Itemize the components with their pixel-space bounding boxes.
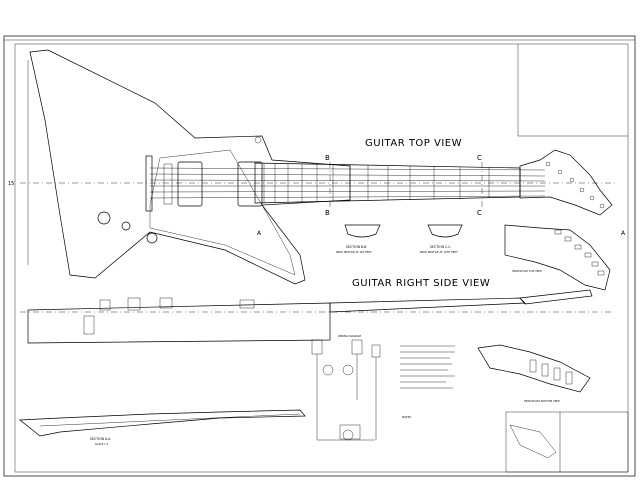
dimension-left: 15: [8, 181, 14, 187]
title-block-thumbnail: [509, 424, 557, 459]
selector-switch: [254, 136, 262, 144]
section-bb-subtitle: NECK PROFILE AT 1ST FRET: [336, 250, 372, 254]
tone-knob: [121, 221, 131, 231]
neck-pickup: [237, 161, 263, 207]
tailpiece: [145, 155, 153, 212]
wiring-title: WIRING DIAGRAM: [338, 334, 361, 338]
section-cc-label: SECTION C-C: [430, 245, 451, 249]
headstock-bottom-outline: [504, 224, 611, 291]
section-aa-detail: [39, 413, 301, 427]
section-mark-a-right: A: [621, 230, 626, 237]
section-cc-profile: [427, 224, 463, 238]
side-neck-outline: [329, 297, 526, 313]
top-view-title: GUITAR TOP VIEW: [365, 138, 462, 149]
wiring-schematic: [311, 339, 381, 441]
inner-frame: [14, 43, 629, 473]
guitar-body-outline: [29, 49, 351, 285]
section-bb-label: SECTION B-B: [346, 245, 366, 249]
headstock-top-view-label: HEADSTOCK TOP VIEW: [512, 269, 542, 273]
string-lines: [149, 167, 546, 199]
section-bb-profile: [344, 224, 381, 238]
section-aa-label: SECTION A-A: [90, 437, 111, 441]
section-cc-subtitle: NECK PROFILE AT 12TH FRET: [420, 250, 458, 254]
headstock-top-outline: [519, 149, 613, 216]
volume-knob: [97, 211, 111, 225]
tone-knob-2: [146, 232, 158, 244]
section-mark-a-body: A: [257, 230, 262, 237]
section-mark-b-top: B: [325, 154, 330, 162]
section-mark-c-top: C: [477, 154, 482, 162]
fret-lines: [263, 163, 490, 203]
headstock-bottom-view-label: HEADSTOCK BOTTOM VIEW: [524, 399, 560, 403]
headstock-side-outline: [477, 344, 591, 393]
section-aa-scale: SCALE 1:1: [95, 442, 109, 446]
bridge-pickup: [177, 161, 203, 207]
section-aa-outline: [19, 409, 306, 437]
side-headstock-outline: [519, 289, 593, 305]
notes-title: NOTES:: [402, 415, 412, 419]
side-body-outline: [27, 302, 331, 344]
tuner-posts: [545, 161, 605, 209]
headstock-bottom-tuners: [554, 229, 605, 276]
title-block: [505, 411, 629, 473]
outer-frame: [3, 35, 636, 477]
notes-text-lines: [400, 345, 455, 389]
side-view-title: GUITAR RIGHT SIDE VIEW: [352, 278, 490, 289]
section-mark-b-bottom: B: [325, 209, 330, 217]
headstock-side-tuners: [529, 359, 573, 385]
side-hardware: [83, 297, 255, 335]
section-mark-c-bottom: C: [477, 209, 482, 217]
bridge: [163, 163, 173, 205]
